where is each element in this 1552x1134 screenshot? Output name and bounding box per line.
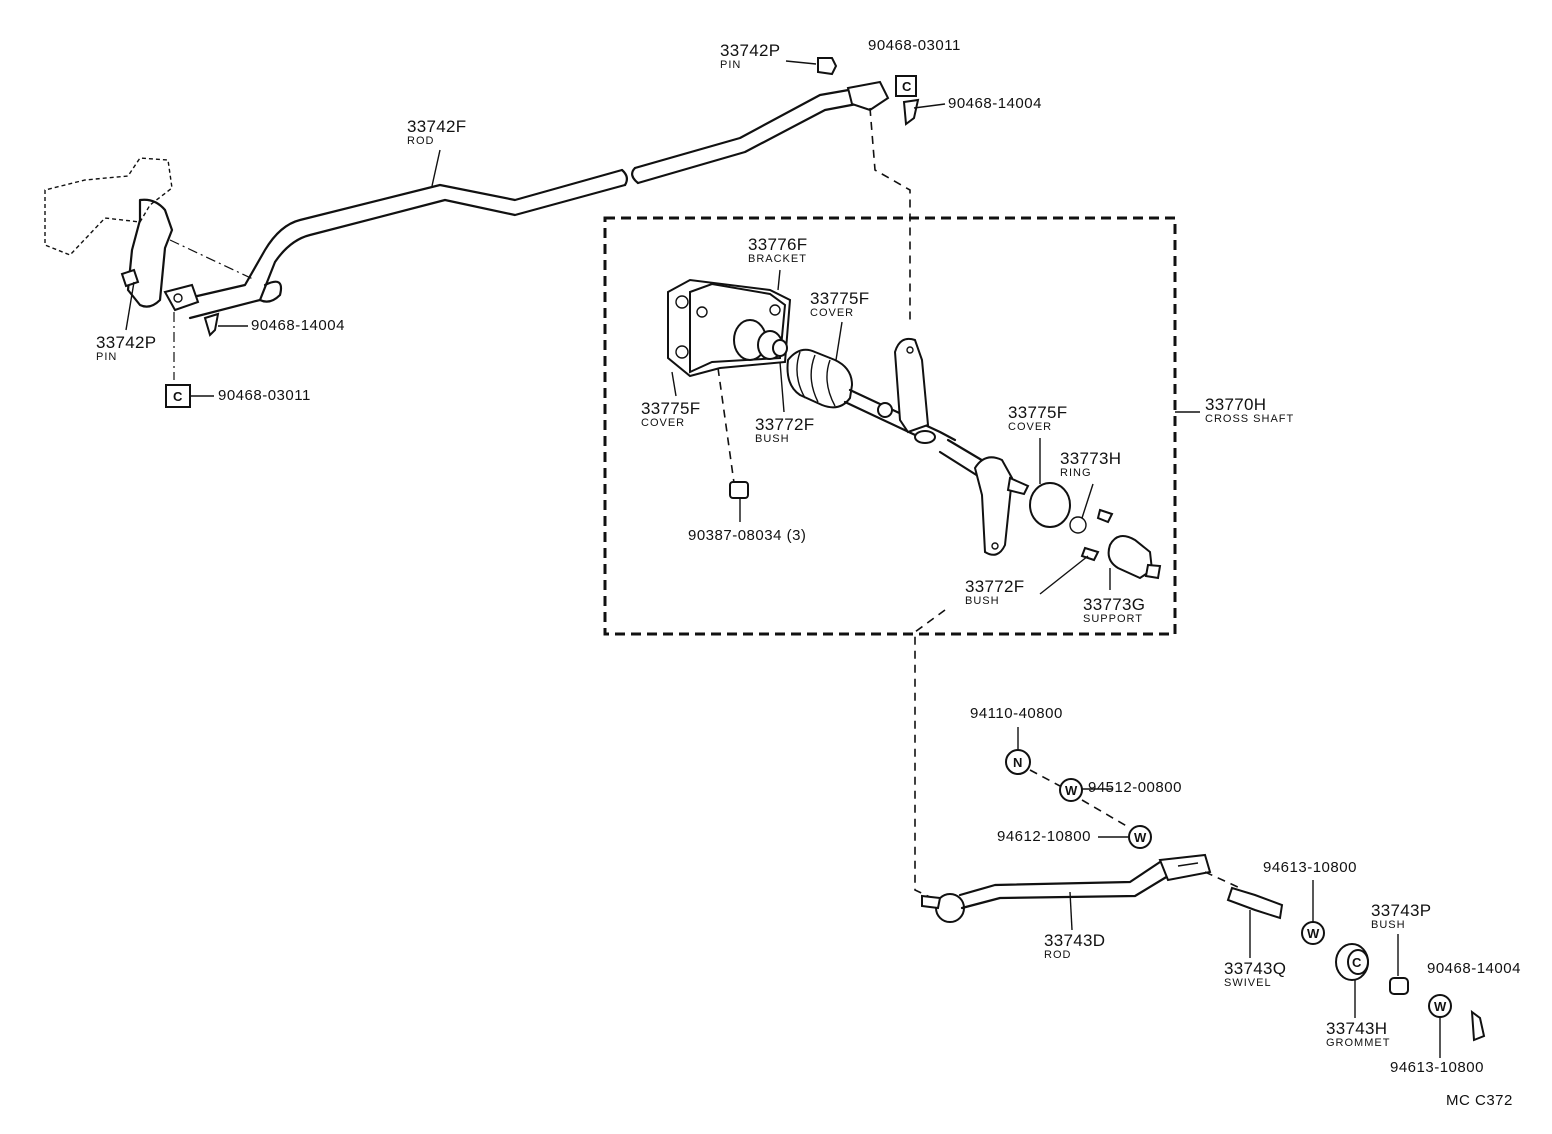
part-name: SUPPORT [1083,613,1143,625]
part-number: 33742F [407,117,467,136]
callout-bracket: 33776F BRACKET [748,236,807,265]
grommet-letter: C [1352,955,1362,970]
part-number: 33743Q [1224,959,1287,978]
part-number: 33772F [965,577,1025,596]
part-name: COVER [641,417,686,429]
clip-letter-top: C [902,79,912,94]
part-number: 33772F [755,415,815,434]
part-name: BUSH [1371,919,1406,931]
part-number: 33770H [1205,395,1267,414]
part-name: SWIVEL [1224,977,1272,989]
diagram-id: MC C372 [1446,1092,1513,1109]
callout-bush-lower: 33772F BUSH [965,578,1024,607]
nut-letter: N [1013,755,1022,770]
part-name: BRACKET [748,253,807,265]
washer-letter-c: W [1307,926,1320,941]
callout-support: 33773G SUPPORT [1083,596,1145,625]
part-name: ROD [407,135,435,147]
cross-shaft-box [603,216,1177,636]
part-name: PIN [720,59,742,71]
part-name: RING [1060,467,1092,479]
callout-clip-left: 90468-03011 [218,387,311,404]
callout-pin-top: 33742P PIN [720,42,780,71]
callout-bush-upper: 33772F BUSH [755,416,814,445]
callout-grommet: 33743H GROMMET [1326,1020,1390,1049]
leader-lines [125,60,1441,1058]
shift-lever-drawing [44,157,256,408]
part-number: 33776F [748,235,808,254]
callout-washer-c: 94613-10800 [1263,859,1357,876]
part-number: 33775F [810,289,870,308]
callout-nut: 94110-40800 [970,705,1063,722]
part-number: 33743D [1044,931,1106,950]
part-number: 33743H [1326,1019,1388,1038]
part-name: BUSH [965,595,1000,607]
callout-washer-b: 94612-10800 [997,828,1091,845]
part-name: ROD [1044,949,1072,961]
callout-washer-d: 94613-10800 [1390,1059,1484,1076]
callout-cotter-left: 90468-14004 [251,317,345,334]
callout-clip-top: 90468-03011 [868,37,961,54]
link-line [914,609,946,899]
part-number: 33743P [1371,901,1432,920]
callout-cover-left: 33775F COVER [641,400,700,429]
washer-letter-d: W [1434,999,1447,1014]
washer-letter-b: W [1134,830,1147,845]
callout-cover-right: 33775F COVER [1008,404,1067,433]
upper-rod-drawing [178,80,890,320]
upper-rod-end-parts [817,57,920,320]
part-number: 33775F [1008,403,1068,422]
callout-rod-lower: 33743D ROD [1044,932,1105,961]
callout-ring: 33773H RING [1060,450,1121,479]
part-name: COVER [1008,421,1053,433]
part-name: BUSH [755,433,790,445]
part-name: GROMMET [1326,1037,1391,1049]
callout-cover-upper: 33775F COVER [810,290,869,319]
part-number: 33773G [1083,595,1146,614]
part-name: PIN [96,351,118,363]
callout-washer-a: 94512-00800 [1088,779,1182,796]
callout-cotter-top: 90468-14004 [948,95,1042,112]
part-number: 33742P [720,41,781,60]
washer-letter-a: W [1065,783,1078,798]
callout-cotter-right: 90468-14004 [1427,960,1521,977]
lower-rod-drawing [921,749,1486,1042]
part-number: 33775F [641,399,701,418]
part-number: 33773H [1060,449,1122,468]
part-name: CROSS SHAFT [1205,413,1295,425]
callout-swivel: 33743Q SWIVEL [1224,960,1286,989]
bracket-assembly-drawing [667,278,1162,580]
callout-cross-shaft: 33770H CROSS SHAFT [1205,396,1294,425]
callout-rod-upper: 33742F ROD [407,118,466,147]
clip-letter-left: C [173,389,183,404]
part-name: COVER [810,307,855,319]
callout-bush-small: 33743P BUSH [1371,902,1431,931]
part-number: 33742P [96,333,157,352]
callout-fitting: 90387-08034 (3) [688,527,807,544]
callout-pin-left: 33742P PIN [96,334,156,363]
